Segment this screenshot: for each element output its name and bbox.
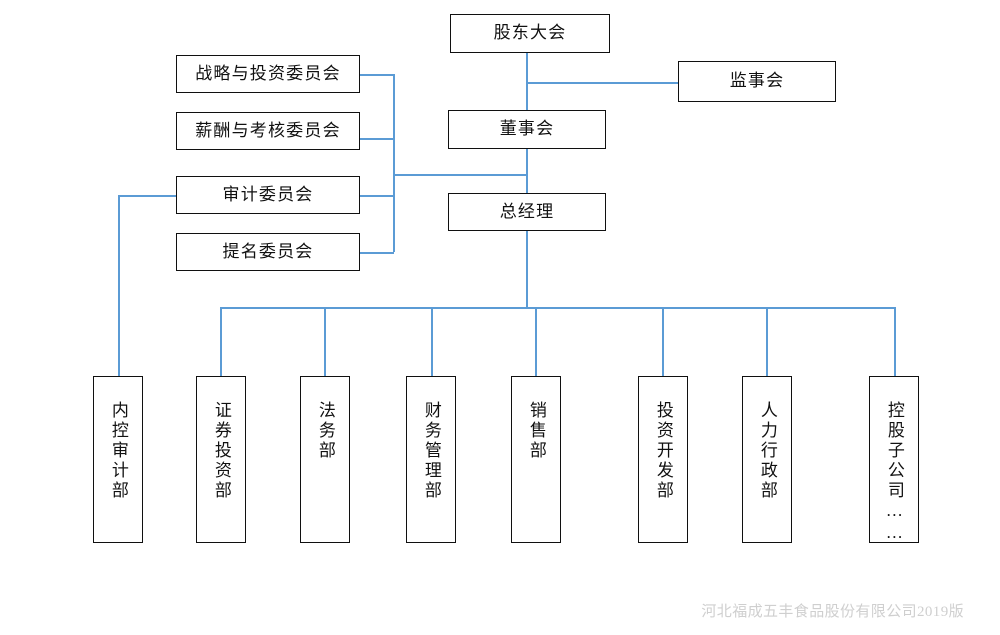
node-securities-investment-department[interactable]: 证券投资部 <box>196 376 246 543</box>
node-nomination-committee[interactable]: 提名委员会 <box>176 233 360 271</box>
connector-drop-finance <box>431 307 433 376</box>
connector-audit-committee-stub-right <box>360 195 394 197</box>
connector-drop-securities <box>220 307 222 376</box>
connector-drop-investment <box>662 307 664 376</box>
node-label: 控股子公司…… <box>884 401 904 545</box>
node-label: 人力行政部 <box>757 401 777 501</box>
connector-department-bus <box>220 307 895 309</box>
connector-shareholders-to-board <box>526 52 528 111</box>
node-label: 销售部 <box>526 401 546 461</box>
connector-audit-committee-stub-left <box>118 195 176 197</box>
connector-drop-sales <box>535 307 537 376</box>
node-label: 总经理 <box>499 201 555 221</box>
connector-compensation-committee-stub <box>360 138 394 140</box>
node-financial-management-department[interactable]: 财务管理部 <box>406 376 456 543</box>
node-label: 法务部 <box>315 401 335 461</box>
node-label: 董事会 <box>499 119 555 139</box>
node-human-resources-administration-department[interactable]: 人力行政部 <box>742 376 792 543</box>
node-label: 内控审计部 <box>108 401 128 501</box>
node-label: 审计委员会 <box>222 184 314 204</box>
node-label: 证券投资部 <box>211 401 231 501</box>
node-label: 财务管理部 <box>421 401 441 501</box>
node-internal-control-audit-department[interactable]: 内控审计部 <box>93 376 143 543</box>
node-label: 投资开发部 <box>653 401 673 501</box>
connector-drop-subsidiaries <box>894 307 896 376</box>
node-investment-development-department[interactable]: 投资开发部 <box>638 376 688 543</box>
node-label: 监事会 <box>729 71 785 91</box>
connector-nomination-committee-stub <box>360 252 394 254</box>
connector-committees-to-board <box>393 174 527 176</box>
connector-audit-committee-to-internal-audit <box>118 195 120 376</box>
connector-drop-legal <box>324 307 326 376</box>
connector-strategy-committee-stub <box>360 74 394 76</box>
connector-drop-hr <box>766 307 768 376</box>
node-holding-subsidiaries[interactable]: 控股子公司…… <box>869 376 919 545</box>
node-label: 提名委员会 <box>222 241 314 261</box>
connector-committee-collector <box>393 74 395 252</box>
node-strategy-investment-committee[interactable]: 战略与投资委员会 <box>176 55 360 93</box>
node-supervisory-board[interactable]: 监事会 <box>678 61 836 102</box>
node-compensation-appraisal-committee[interactable]: 薪酬与考核委员会 <box>176 112 360 150</box>
node-label: 薪酬与考核委员会 <box>195 120 341 140</box>
node-general-manager[interactable]: 总经理 <box>448 193 606 231</box>
node-board-of-directors[interactable]: 董事会 <box>448 110 606 149</box>
node-audit-committee[interactable]: 审计委员会 <box>176 176 360 214</box>
footer-copyright: 河北福成五丰食品股份有限公司2019版 <box>701 604 964 620</box>
node-label: 战略与投资委员会 <box>195 63 341 83</box>
node-legal-department[interactable]: 法务部 <box>300 376 350 543</box>
node-label: 股东大会 <box>493 23 567 43</box>
node-shareholders-meeting[interactable]: 股东大会 <box>450 14 610 53</box>
node-sales-department[interactable]: 销售部 <box>511 376 561 543</box>
connector-shareholders-to-supervisory <box>526 82 678 84</box>
